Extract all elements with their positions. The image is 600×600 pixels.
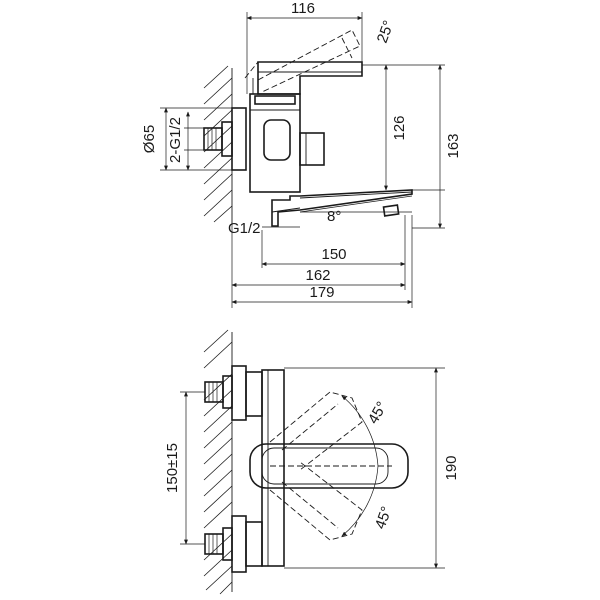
spout-angle-text: 8° bbox=[327, 208, 341, 225]
dim-116-text: 116 bbox=[291, 0, 315, 17]
side-flange bbox=[231, 107, 247, 171]
dim-162: 162 bbox=[231, 225, 406, 308]
spout-angle-lines bbox=[299, 195, 413, 213]
inlet-thread-text: 2-G1/2 bbox=[167, 117, 184, 163]
front-inlet-lower bbox=[204, 515, 263, 573]
side-view: 116 25° 126 163 Ø65 2-G1/2 bbox=[141, 0, 462, 308]
front-handle-rotated bbox=[269, 391, 392, 541]
dim-163: 163 bbox=[412, 64, 462, 229]
dim-center-distance-text: 150±15 bbox=[164, 443, 181, 493]
dim-126-text: 126 bbox=[391, 115, 408, 140]
side-handle-rotated bbox=[244, 29, 361, 93]
dim-190-text: 190 bbox=[443, 455, 460, 480]
handle-angle-text: 25° bbox=[374, 18, 398, 45]
dim-162-text: 162 bbox=[305, 267, 330, 284]
dim-190: 190 bbox=[284, 367, 460, 569]
dim-150-text: 150 bbox=[321, 246, 346, 263]
flange-diameter-text: Ø65 bbox=[141, 125, 158, 153]
front-inlet-upper bbox=[204, 365, 263, 421]
flange-dims: Ø65 2-G1/2 bbox=[141, 107, 232, 171]
side-spout bbox=[271, 189, 413, 227]
dim-179-text: 179 bbox=[309, 284, 334, 301]
side-body bbox=[249, 93, 325, 193]
dim-126: 126 bbox=[362, 64, 445, 191]
outlet-thread-text: G1/2 bbox=[228, 220, 261, 237]
rotate-down-text: 45° bbox=[372, 504, 396, 531]
side-inlet-pipe bbox=[203, 121, 233, 157]
front-angle-arcs bbox=[341, 395, 379, 537]
dim-150: 150 bbox=[261, 215, 406, 290]
dim-179: 179 bbox=[231, 215, 413, 308]
dim-116: 116 bbox=[246, 0, 363, 94]
dim-center-distance: 150±15 bbox=[164, 391, 205, 545]
front-body bbox=[261, 369, 285, 567]
front-view: 45° 45° 150±15 190 bbox=[164, 329, 460, 595]
outlet-thread-dim: G1/2 bbox=[228, 220, 300, 237]
side-handle bbox=[252, 61, 363, 95]
dim-163-text: 163 bbox=[445, 133, 462, 158]
rotate-up-text: 45° bbox=[365, 399, 391, 427]
